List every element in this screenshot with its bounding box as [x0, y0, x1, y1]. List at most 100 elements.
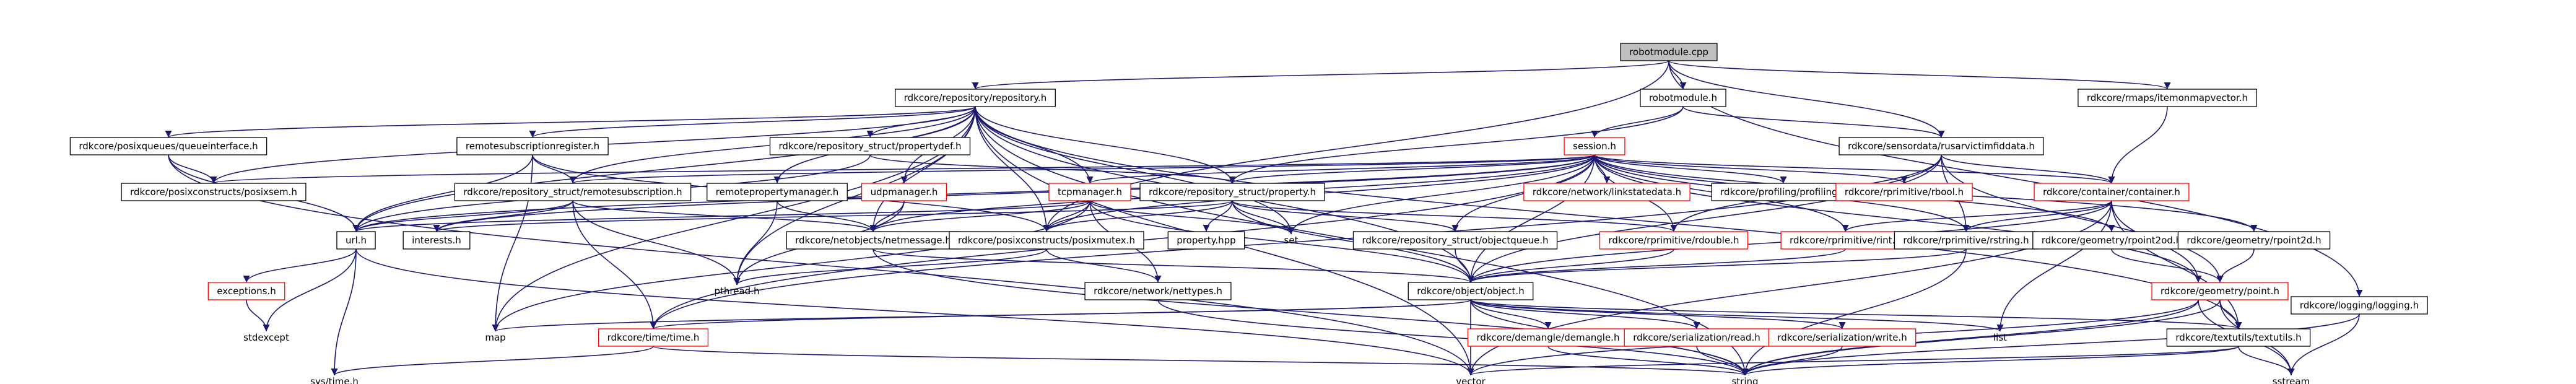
- node-root[interactable]: robotmodule.cpp: [1620, 43, 1718, 61]
- edge-robotmodule_h-to-session: [1591, 106, 1684, 138]
- node-url[interactable]: url.h: [336, 231, 376, 250]
- node-pthread: pthread.h: [715, 286, 760, 297]
- edge-session-to-posixsem: [211, 154, 1595, 184]
- node-session[interactable]: session.h: [1564, 137, 1625, 155]
- edge-session-to-property: [1229, 154, 1595, 184]
- edge-robotmodule_h-to-rusarvictim: [1682, 106, 1945, 138]
- node-rusarvictim[interactable]: rdkcore/sensordata/rusarvictimfiddata.h: [1838, 137, 2044, 155]
- node-label: rdkcore/posixconstructs/posixmutex.h: [958, 235, 1135, 246]
- node-label: rdkcore/geometry/rpoint2d.h: [2187, 235, 2321, 246]
- node-point[interactable]: rdkcore/geometry/point.h: [2151, 282, 2289, 300]
- node-label: rdkcore/rprimitive/rdouble.h: [1609, 235, 1739, 246]
- edge-rstring-to-string: [1741, 248, 1967, 376]
- node-linkstatedata[interactable]: rdkcore/network/linkstatedata.h: [1523, 183, 1690, 201]
- edge-root-to-repository: [972, 60, 1669, 90]
- node-nettypes[interactable]: rdkcore/network/nettypes.h: [1084, 282, 1232, 300]
- edge-exceptions-to-stdexcept: [246, 299, 270, 332]
- node-rpoint2od[interactable]: rdkcore/geometry/rpoint2od.h: [2032, 231, 2191, 250]
- node-box: [1711, 183, 1856, 201]
- edge-rpoint2od-to-point: [2111, 248, 2224, 283]
- node-label: tcpmanager.h: [1058, 186, 1122, 198]
- node-profiling[interactable]: rdkcore/profiling/profiling.h: [1711, 183, 1856, 201]
- edge-remotepropmgr-to-pthread: [733, 200, 778, 286]
- node-label: rdkcore/demangle/demangle.h: [1477, 332, 1620, 343]
- node-label: rdkcore/repository_struct/remotesubscrip…: [463, 186, 682, 198]
- node-posixmutex[interactable]: rdkcore/posixconstructs/posixmutex.h: [949, 231, 1144, 250]
- node-remotepropmgr[interactable]: remotepropertymanager.h: [707, 183, 848, 201]
- node-demangle[interactable]: rdkcore/demangle/demangle.h: [1467, 328, 1629, 347]
- node-label: rdkcore/repository_struct/propertydef.h: [779, 141, 962, 152]
- node-box: [1599, 231, 1749, 250]
- edge-itemonmapvector-to-container: [2108, 106, 2168, 184]
- edge-logging-to-sstream: [2287, 313, 2360, 376]
- node-label: rdkcore/rmaps/itemonmapvector.h: [2087, 92, 2248, 103]
- edge-property-to-propertyhpp: [1203, 200, 1233, 232]
- node-label: rdkcore/rprimitive/rstring.h: [1903, 235, 2029, 246]
- node-queueinterface[interactable]: rdkcore/posixqueues/queueinterface.h: [69, 137, 268, 155]
- node-container[interactable]: rdkcore/container/container.h: [2034, 183, 2190, 201]
- node-tcpmanager[interactable]: tcpmanager.h: [1048, 183, 1131, 201]
- node-box: [1624, 328, 1770, 347]
- node-propertyhpp[interactable]: property.hpp: [1167, 231, 1245, 250]
- node-serread[interactable]: rdkcore/serialization/read.h: [1624, 328, 1770, 347]
- node-serwrite[interactable]: rdkcore/serialization/write.h: [1768, 328, 1917, 347]
- node-rint[interactable]: rdkcore/rprimitive/rint.h: [1780, 231, 1910, 250]
- node-logging[interactable]: rdkcore/logging/logging.h: [2291, 296, 2428, 315]
- edge-repository-to-property: [975, 106, 1236, 184]
- node-itemonmapvector[interactable]: rdkcore/rmaps/itemonmapvector.h: [2078, 89, 2257, 107]
- node-label: robotmodule.h: [1649, 92, 1717, 103]
- node-label: list: [1993, 332, 2007, 343]
- node-interests[interactable]: interests.h: [402, 231, 471, 250]
- node-rdouble[interactable]: rdkcore/rprimitive/rdouble.h: [1599, 231, 1749, 250]
- node-timeh[interactable]: rdkcore/time/time.h: [598, 328, 709, 347]
- node-box: [769, 137, 971, 155]
- node-label: rdkcore/container/container.h: [2043, 186, 2180, 198]
- edge-container-to-rstring: [1962, 200, 2112, 232]
- node-label: sys/time.h: [310, 376, 359, 384]
- edge-rstring-to-object: [1467, 248, 1967, 283]
- node-remotesubreg[interactable]: remotesubscriptionregister.h: [456, 137, 609, 155]
- edge-udpmanager-to-netmessage: [869, 200, 905, 232]
- node-box: [1352, 231, 1558, 250]
- node-box: [1048, 183, 1131, 201]
- edge-repository-to-remotesubreg: [529, 106, 976, 138]
- node-rbool[interactable]: rdkcore/rprimitive/rbool.h: [1835, 183, 1973, 201]
- edge-object-to-list: [1470, 299, 2004, 332]
- node-property[interactable]: rdkcore/repository_struct/property.h: [1139, 183, 1325, 201]
- node-label: rdkcore/repository_struct/objectqueue.h: [1362, 235, 1548, 247]
- node-label: udpmanager.h: [871, 186, 938, 198]
- node-map: map: [485, 332, 505, 343]
- node-remotesub[interactable]: rdkcore/repository_struct/remotesubscrip…: [454, 183, 692, 201]
- edge-rusarvictim-to-point: [1941, 154, 2224, 283]
- edge-session-to-profiling: [1594, 154, 1787, 184]
- node-object[interactable]: rdkcore/object/object.h: [1408, 282, 1534, 300]
- node-box: [1167, 231, 1245, 250]
- node-label: interests.h: [412, 235, 461, 246]
- edge-session-to-tcpmanager: [1086, 154, 1595, 184]
- edge-root-to-rusarvictim: [1668, 60, 1945, 138]
- edge-root-to-itemonmapvector: [1668, 60, 2171, 90]
- edge-url-to-stdexcept: [263, 248, 357, 332]
- node-posixsem[interactable]: rdkcore/posixconstructs/posixsem.h: [121, 183, 307, 201]
- node-label: exceptions.h: [217, 286, 276, 297]
- node-textutils[interactable]: rdkcore/textutils/textutils.h: [2166, 328, 2311, 347]
- node-rstring[interactable]: rdkcore/rprimitive/rstring.h: [1894, 231, 2039, 250]
- edge-repository-to-posixmutex: [975, 106, 1050, 232]
- node-label: robotmodule.cpp: [1629, 46, 1708, 58]
- node-udpmanager[interactable]: udpmanager.h: [861, 183, 947, 201]
- node-box: [1139, 183, 1325, 201]
- edge-repository-to-queueinterface: [165, 106, 976, 138]
- node-netmessage[interactable]: rdkcore/netobjects/netmessage.h: [786, 231, 960, 250]
- node-box: [1768, 328, 1917, 347]
- node-box: [1835, 183, 1973, 201]
- edge-tcpmanager-to-netmessage: [869, 200, 1090, 232]
- edge-rusarvictim-to-object: [1467, 154, 1942, 283]
- node-propertydef[interactable]: rdkcore/repository_struct/propertydef.h: [769, 137, 971, 155]
- node-box: [1838, 137, 2044, 155]
- node-robotmodule_h[interactable]: robotmodule.h: [1640, 89, 1726, 107]
- node-objectqueue[interactable]: rdkcore/repository_struct/objectqueue.h: [1352, 231, 1558, 250]
- node-rpoint2d[interactable]: rdkcore/geometry/rpoint2d.h: [2177, 231, 2331, 250]
- node-exceptions[interactable]: exceptions.h: [207, 282, 285, 300]
- node-set: set: [1284, 235, 1299, 246]
- node-repository[interactable]: rdkcore/repository/repository.h: [895, 89, 1056, 107]
